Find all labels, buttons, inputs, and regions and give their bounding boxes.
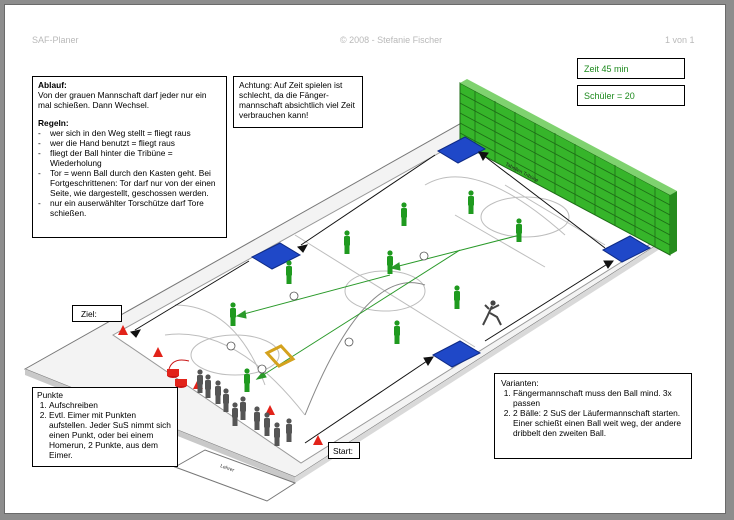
run-arrow-2-head (478, 151, 489, 161)
balls (226, 251, 429, 374)
achtung-text: Achtung: Auf Zeit spielen ist schlecht, … (239, 80, 355, 120)
arc-left (164, 333, 306, 416)
ball (289, 291, 299, 301)
player-figure (344, 230, 350, 254)
player-figure (454, 285, 460, 309)
player-figure (468, 190, 474, 214)
zeit-box: Zeit 45 min (577, 58, 685, 79)
player-figure (244, 368, 250, 392)
center-circle (344, 270, 426, 312)
ball (226, 341, 236, 351)
regel-item: wer sich in den Weg stellt = fliegt raus (38, 128, 221, 138)
ablauf-text: Von der grauen Mannschaft darf jeder nur… (38, 90, 207, 110)
player-figure (240, 396, 246, 420)
hall-floor-side (295, 241, 663, 483)
varianten-box: Varianten: Fängermannschaft muss den Bal… (494, 373, 692, 459)
sports-hall-diagram: Tabellen Tribüne (23, 79, 677, 502)
player-figure (223, 388, 229, 412)
varianten-list: Fängermannschaft muss den Ball mind. 3x … (501, 388, 685, 438)
header-center: © 2008 - Stefanie Fischer (340, 35, 443, 45)
player-figure (264, 412, 270, 436)
run-arrow-4 (134, 260, 250, 331)
punkte-item: Aufschreiben (49, 400, 173, 410)
ball (344, 337, 354, 347)
punkte-box: Punkte Aufschreiben Evtl. Eimer mit Punk… (32, 387, 178, 467)
varianten-title: Varianten: (501, 378, 539, 388)
cone (153, 347, 163, 357)
grey-team (197, 369, 292, 446)
ball-flight-path (304, 282, 426, 416)
run-arrow-3-head (297, 244, 308, 253)
ablauf-box: Ablauf: Von der grauen Mannschaft darf j… (32, 76, 227, 238)
pass-arrow-1 (239, 274, 391, 316)
achtung-box: Achtung: Auf Zeit spielen ist schlecht, … (233, 76, 363, 128)
run-arrow-1-head (423, 356, 434, 366)
ziel-label: Ziel: (72, 305, 122, 322)
mat-left (250, 242, 302, 270)
mat-top (436, 136, 487, 164)
mat-right (601, 235, 652, 263)
lehrer-label: Lehrer (219, 463, 235, 474)
player-figure (254, 406, 260, 430)
player-figure (286, 418, 292, 442)
circle-left (190, 334, 280, 376)
cone (118, 325, 128, 335)
ablauf-title: Ablauf: (38, 80, 67, 90)
arc-right (424, 176, 566, 236)
tribune (459, 79, 677, 256)
regel-item: wer die Hand benutzt = fliegt raus (38, 138, 221, 148)
variante-item: 2 Bälle: 2 SuS der Läufermannschaft star… (513, 408, 685, 438)
punkte-item: Evtl. Eimer mit Punkten aufstellen. Jede… (49, 410, 173, 460)
document-page: Tabellen Tribüne (4, 4, 726, 514)
punkte-title: Punkte (37, 390, 64, 400)
regeln-title: Regeln: (38, 118, 69, 128)
player-figure (394, 320, 400, 344)
pass-arrow-3 (259, 249, 461, 378)
player-figure (274, 422, 280, 446)
start-label: Start: (328, 442, 360, 459)
header-left: SAF-Planer (32, 35, 79, 45)
schueler-box: Schüler = 20 (577, 85, 685, 106)
player-figure (197, 369, 203, 393)
player-figure (230, 302, 236, 326)
point-buckets (167, 359, 190, 388)
variante-item: Fängermannschaft muss den Ball mind. 3x … (513, 388, 685, 408)
run-arrow-5 (484, 262, 610, 342)
ball (257, 364, 267, 374)
run-arrow-1 (304, 358, 431, 444)
run-arrow-4-head (130, 329, 141, 338)
regel-item: fliegt der Ball hinter die Tribüne = Wie… (38, 148, 221, 168)
player-figure (215, 380, 221, 404)
mat-bottom (431, 340, 482, 368)
run-arrow-5-head (603, 260, 614, 269)
player-figure (286, 260, 292, 284)
regeln-list: wer sich in den Weg stellt = fliegt raus… (38, 128, 221, 218)
player-figure (205, 374, 211, 398)
regel-item: nur ein auserwählter Torschütze darf Tor… (38, 198, 221, 218)
goal-box (264, 344, 296, 368)
runner (482, 300, 502, 326)
teacher-area (173, 449, 297, 502)
run-arrow-3 (300, 154, 436, 246)
player-figure (232, 402, 238, 426)
punkte-list: Aufschreiben Evtl. Eimer mit Punkten auf… (37, 400, 173, 460)
key-right (454, 214, 546, 268)
green-team (230, 190, 522, 392)
run-arrow-2 (482, 154, 606, 249)
regel-item: Tor = wenn Ball durch den Kasten geht. B… (38, 168, 221, 198)
player-figure (387, 250, 393, 274)
player-figure (401, 202, 407, 226)
ball (419, 251, 429, 261)
cone (313, 435, 323, 445)
player-figure (516, 218, 522, 242)
header-right: 1 von 1 (665, 35, 695, 45)
